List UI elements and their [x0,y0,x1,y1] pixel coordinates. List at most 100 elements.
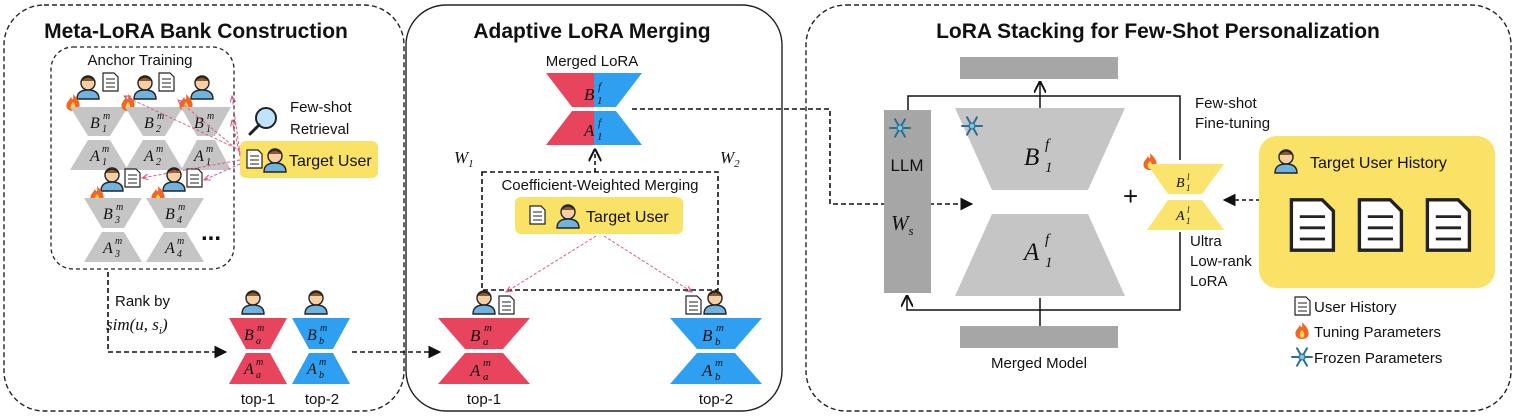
anchor-lora-4: B m 4 A m 4 [146,167,204,262]
merged-lora-frozen: B f 1 A f 1 [955,108,1125,296]
svg-text:f: f [1045,232,1051,248]
user-avatar-icon [703,290,727,315]
svg-text:m: m [320,323,327,334]
svg-text:a: a [483,371,489,383]
svg-text:m: m [157,111,164,122]
user-avatar-icon [304,290,328,315]
svg-text:B: B [244,327,254,344]
ellipsis: ... [201,219,221,246]
merge-panel [405,4,783,412]
anchor-lora-2: B m 2 A m 2 [121,72,183,170]
svg-text:B: B [1024,144,1039,171]
user-avatar-icon [76,75,100,100]
ws-label: Ws [891,211,914,238]
user-avatar-icon [133,75,157,100]
legend-user-history: User History [1314,299,1397,316]
svg-text:m: m [206,144,213,155]
svg-text:2: 2 [156,157,161,168]
merge-pink-arrows [506,235,692,292]
merge-title: Adaptive LoRA Merging [473,20,710,43]
svg-text:m: m [178,202,185,213]
svg-text:m: m [207,111,214,122]
svg-text:f: f [598,81,603,93]
svg-text:1: 1 [102,124,107,135]
document-icon [124,168,141,188]
coefficient-weighted-label: Coefficient-Weighted Merging [501,177,698,194]
merge-top1-label: top-1 [467,391,501,408]
ultra-low-rank-lora: B l 1 A l 1 [1143,153,1224,230]
document-icon [1357,198,1404,252]
svg-text:b: b [715,371,721,383]
few-shot-label: Few-shot [290,99,353,116]
document-icon [529,205,546,225]
anchor-lora-1: B m 1 A m 1 [66,72,128,170]
document-icon [1289,198,1336,252]
top2-label: top-2 [305,391,339,408]
svg-text:m: m [715,357,723,369]
low-rank-label: Low-rank [1190,253,1252,270]
svg-text:l: l [1187,172,1190,182]
svg-text:A: A [306,361,317,378]
output-bar [960,57,1118,79]
w2-label: W2 [720,148,740,170]
svg-text:1: 1 [1186,216,1191,226]
lora-label: LoRA [1190,273,1228,290]
svg-text:m: m [115,236,122,247]
svg-text:1: 1 [102,157,107,168]
svg-text:3: 3 [114,249,120,260]
svg-text:4: 4 [177,215,182,226]
svg-text:A: A [143,148,154,165]
svg-text:B: B [194,115,204,132]
document-icon [246,149,263,169]
svg-text:A: A [164,240,175,257]
svg-text:f: f [598,117,603,129]
top2-lora: B m b A m b top-2 [292,290,350,408]
legend: User History Tuning Parameters Frozen Pa… [1291,296,1442,367]
svg-text:B: B [584,85,595,104]
document-icon [1425,198,1472,252]
svg-text:A: A [583,121,595,140]
svg-text:a: a [256,336,261,347]
merge-top2-label: top-2 [699,391,733,408]
user-avatar-icon [472,290,496,315]
few-shot-ft-label-1: Few-shot [1195,95,1258,112]
svg-text:m: m [156,144,163,155]
coefficient-weighted-box [481,171,719,291]
svg-text:m: m [716,322,724,334]
sim-label: sim(u, si) [106,315,168,337]
stack-flow-lines [907,82,1181,326]
svg-text:m: m [177,236,184,247]
snowflake-icon [1291,347,1313,367]
merged-model-label: Merged Model [991,355,1087,372]
anchor-training-label: Anchor Training [87,52,192,69]
svg-text:1: 1 [597,95,603,107]
stack-title: LoRA Stacking for Few-Shot Personalizati… [936,20,1380,43]
legend-frozen: Frozen Parameters [1314,350,1442,367]
target-user-label: Target User [289,153,372,170]
few-shot-ft-label-2: Fine-tuning [1195,115,1270,132]
bank-panel [3,4,405,412]
svg-text:B: B [144,115,154,132]
user-avatar-icon [162,167,186,192]
top1-lora: B m a A m a top-1 [229,290,287,408]
svg-text:A: A [102,240,113,257]
merge-top1-lora: B m a A m a top-1 [438,290,530,408]
lora-b-label: B [90,115,100,132]
svg-text:3: 3 [114,215,120,226]
svg-text:B: B [1176,176,1185,191]
svg-text:1: 1 [206,124,211,135]
svg-text:B: B [165,206,175,223]
svg-text:B: B [702,326,713,345]
merged-lora: B f 1 A f 1 [546,73,642,145]
svg-text:m: m [483,357,491,369]
user-avatar-icon [241,290,265,315]
svg-text:A: A [1022,239,1040,266]
fire-icon [1295,322,1309,339]
svg-text:m: m [319,357,326,368]
svg-text:1: 1 [1045,255,1053,271]
retrieval-label: Retrieval [290,121,349,138]
history-docs [1289,198,1472,252]
svg-text:m: m [103,111,110,122]
rank-arrow [107,272,228,359]
bank-title: Meta-LoRA Bank Construction [44,20,348,43]
